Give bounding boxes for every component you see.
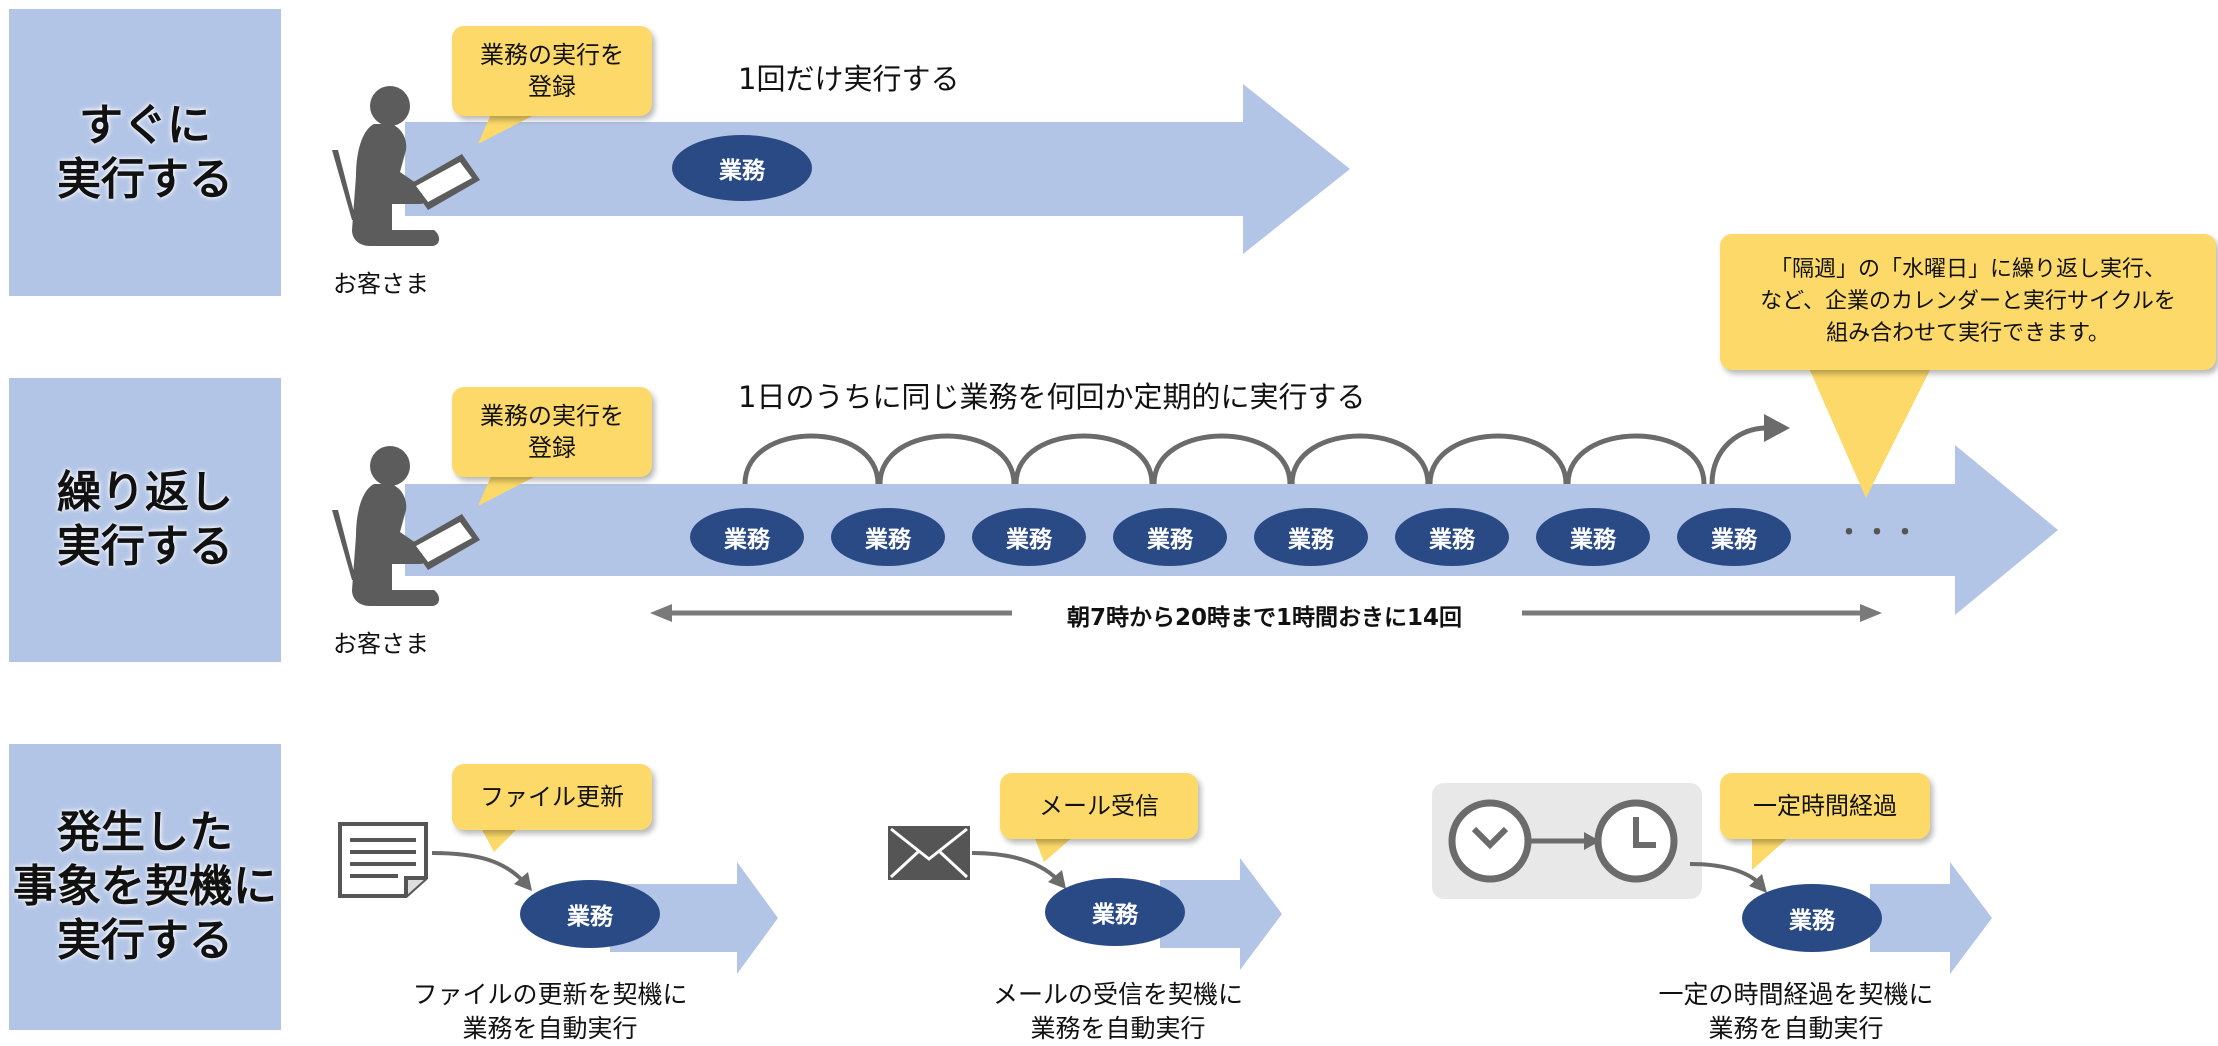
mail-received-bubble: メール受信 bbox=[1000, 773, 1198, 839]
task-ellipse: 業務 bbox=[1254, 508, 1368, 566]
row-label-line: 実行する bbox=[57, 915, 233, 966]
customer-silhouette-icon bbox=[332, 446, 480, 606]
bubble-text: メール受信 bbox=[1039, 792, 1159, 820]
row-label-line: 発生した bbox=[57, 807, 233, 858]
row-label-event: 発生した 事象を契機に 実行する bbox=[9, 744, 281, 1030]
register-bubble: 業務の実行を 登録 bbox=[452, 387, 652, 477]
once-caption: 1回だけ実行する bbox=[738, 62, 960, 96]
repeat-arc bbox=[1289, 433, 1431, 485]
task-ellipse: 業務 bbox=[520, 880, 660, 948]
bubble-text: 一定時間経過 bbox=[1753, 792, 1897, 820]
task-ellipse: 業務 bbox=[1742, 884, 1882, 952]
bubble-line: 業務の実行を bbox=[480, 41, 624, 69]
task-ellipse: 業務 bbox=[1113, 508, 1227, 566]
clock-icon bbox=[1432, 783, 1702, 899]
callout-line: 「隔週」の「水曜日」に繰り返し実行、 bbox=[1769, 257, 2166, 282]
bubble-line: 登録 bbox=[528, 73, 576, 101]
span-label: 朝7時から20時まで1時間おきに14回 bbox=[1067, 605, 1463, 631]
task-ellipse: 業務 bbox=[831, 508, 945, 566]
repeat-arc bbox=[1013, 433, 1155, 485]
caption-line: 業務を自動実行 bbox=[462, 1014, 638, 1043]
task-ellipse: 業務 bbox=[972, 508, 1086, 566]
caption-line: 一定の時間経過を契機に bbox=[1658, 980, 1934, 1009]
task-ellipse: 業務 bbox=[1536, 508, 1650, 566]
customer-label: お客さま bbox=[333, 630, 429, 658]
caption-line: ファイルの更新を契機に bbox=[412, 980, 688, 1009]
customer-silhouette-icon bbox=[332, 86, 480, 246]
row-label-immediate: すぐに 実行する bbox=[9, 9, 281, 296]
task-ellipse: 業務 bbox=[1045, 878, 1185, 946]
file-update-bubble: ファイル更新 bbox=[452, 764, 652, 830]
ellipsis: ・・・ bbox=[1836, 518, 1921, 548]
bubble-text: ファイル更新 bbox=[480, 783, 624, 811]
caption-line: メールの受信を契機に bbox=[992, 980, 1243, 1009]
bubble-line: 業務の実行を bbox=[480, 402, 624, 430]
row-label-line: 実行する bbox=[57, 521, 233, 572]
caption-line: 業務を自動実行 bbox=[1708, 1014, 1884, 1043]
envelope-icon bbox=[888, 826, 970, 880]
bubble-line: 登録 bbox=[528, 434, 576, 462]
repeat-arc bbox=[742, 433, 881, 485]
row-label-line: 事象を契機に bbox=[13, 861, 277, 912]
periodic-caption: 1日のうちに同じ業務を何回か定期的に実行する bbox=[738, 380, 1366, 414]
task-ellipse: 業務 bbox=[1677, 508, 1791, 566]
trigger-caption: 一定の時間経過を契機に 業務を自動実行 bbox=[1646, 978, 1946, 1046]
trigger-caption: メールの受信を契機に 業務を自動実行 bbox=[968, 978, 1268, 1046]
register-bubble: 業務の実行を 登録 bbox=[452, 26, 652, 116]
customer-label: お客さま bbox=[333, 270, 429, 298]
repeat-arc-open bbox=[1709, 425, 1767, 485]
repeat-arc bbox=[877, 433, 1017, 485]
task-ellipse: 業務 bbox=[690, 508, 804, 566]
repeat-arc bbox=[1565, 433, 1707, 485]
repeat-arc bbox=[1427, 433, 1569, 485]
callout-line: など、企業のカレンダーと実行サイクルを bbox=[1760, 289, 2176, 314]
row-label-repeat: 繰り返し 実行する bbox=[9, 378, 281, 662]
trigger-caption: ファイルの更新を契機に 業務を自動実行 bbox=[400, 978, 700, 1046]
row-label-line: 実行する bbox=[57, 153, 233, 205]
repeat-arrowhead bbox=[1764, 414, 1790, 442]
document-icon bbox=[338, 822, 428, 898]
calendar-callout: 「隔週」の「水曜日」に繰り返し実行、 など、企業のカレンダーと実行サイクルを 組… bbox=[1720, 234, 2216, 370]
caption-line: 業務を自動実行 bbox=[1030, 1014, 1206, 1043]
task-ellipse: 業務 bbox=[1395, 508, 1509, 566]
row-label-line: 繰り返し bbox=[57, 467, 233, 518]
time-elapsed-bubble: 一定時間経過 bbox=[1720, 773, 1930, 839]
task-ellipse: 業務 bbox=[672, 135, 812, 201]
repeat-arc bbox=[1151, 433, 1293, 485]
callout-line: 組み合わせて実行できます。 bbox=[1826, 321, 2110, 346]
row-label-line: すぐに bbox=[79, 99, 211, 151]
